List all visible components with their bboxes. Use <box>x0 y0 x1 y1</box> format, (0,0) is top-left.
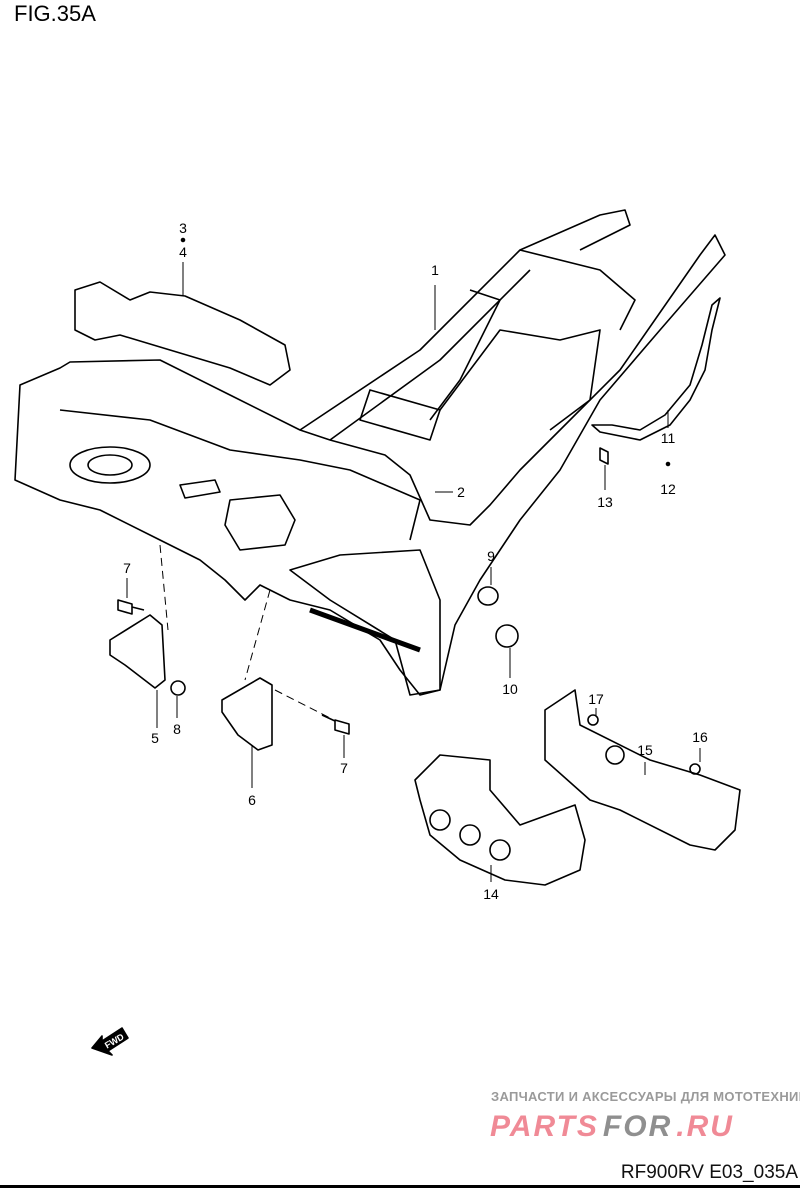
callout-2: 2 <box>457 484 465 500</box>
frame-cover <box>74 281 291 386</box>
callout-10: 10 <box>502 681 518 697</box>
callout-17: 17 <box>588 691 604 707</box>
callout-11: 11 <box>660 430 676 446</box>
bracket-6 <box>221 677 273 751</box>
bracket-5 <box>109 614 166 689</box>
callout-7: 7 <box>123 560 131 576</box>
callout-14: 14 <box>483 886 499 902</box>
callout-4: 4 <box>179 244 187 260</box>
callout-3: 3 <box>179 220 187 236</box>
callout-1: 1 <box>431 262 439 278</box>
seat-rail-bracket <box>591 297 721 441</box>
bottom-border <box>0 1185 800 1188</box>
watermark-tagline: ЗАПЧАСТИ И АКСЕССУАРЫ ДЛЯ МОТОТЕХНИКИ <box>491 1089 800 1104</box>
bracket-14 <box>414 754 586 886</box>
callout-9: 9 <box>487 548 495 564</box>
callout-12: 12 <box>660 481 676 497</box>
figure-title: FIG.35A <box>14 1 96 26</box>
fwd-arrow-icon: FWD <box>91 1027 129 1056</box>
callout-8: 8 <box>173 721 181 737</box>
bracket-15 <box>544 689 741 851</box>
main-frame <box>14 234 726 696</box>
callout-13: 13 <box>597 494 613 510</box>
callout-16: 16 <box>692 729 708 745</box>
drawing-code: RF900RV E03_035A <box>620 1162 798 1184</box>
callout-5: 5 <box>151 730 159 746</box>
callout-7: 7 <box>340 760 348 776</box>
callout-15: 15 <box>637 742 653 758</box>
callout-6: 6 <box>248 792 256 808</box>
